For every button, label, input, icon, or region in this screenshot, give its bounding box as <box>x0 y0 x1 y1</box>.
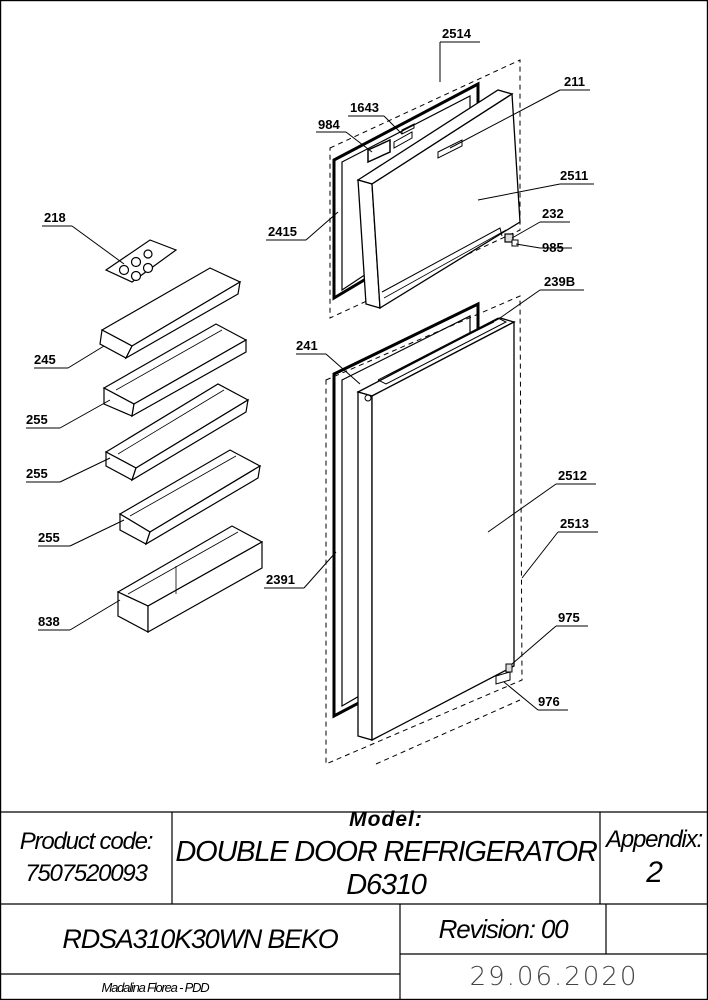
model-label: Model: <box>349 808 423 831</box>
product-code-cell: Product code: 7507520093 <box>0 812 172 904</box>
freezer-clip-1643 <box>393 131 413 149</box>
appendix-value: 2 <box>646 856 663 889</box>
callout-976: 976 <box>538 694 560 709</box>
appendix-label: Appendix: <box>606 826 703 853</box>
callout-2512: 2512 <box>558 468 587 483</box>
hinge-975 <box>505 663 513 673</box>
door-accessories <box>99 239 264 634</box>
fridge-top-profile <box>377 317 508 385</box>
callout-labels: 2514 211 1643 984 2511 2415 232 985 218 … <box>26 26 589 709</box>
callout-2391: 2391 <box>266 572 295 587</box>
callout-2513: 2513 <box>560 516 589 531</box>
model-value: DOUBLE DOOR REFRIGERATOR D6310 <box>175 836 597 901</box>
hinge-985 <box>511 239 519 247</box>
sku-value: RDSA310K30WN BEKO <box>62 923 338 954</box>
revision-value: Revision: 00 <box>438 913 569 944</box>
door-shelf-255-c <box>118 449 262 546</box>
callout-241: 241 <box>296 338 318 353</box>
revision-cell: Revision: 00 <box>400 904 606 954</box>
sku-cell: RDSA310K30WN BEKO <box>0 904 400 974</box>
callout-2511: 2511 <box>560 168 588 183</box>
callout-1643: 1643 <box>350 100 379 115</box>
freezer-handle-recess <box>437 139 463 159</box>
appendix-cell: Appendix: 2 <box>600 812 708 904</box>
callout-218: 218 <box>44 210 66 225</box>
bottle-shelf-838 <box>116 525 264 634</box>
callout-2415: 2415 <box>268 224 297 239</box>
callout-211: 211 <box>564 74 585 89</box>
date-cell: 29.06.2020 <box>400 954 708 1000</box>
hinge-976 <box>495 671 511 685</box>
product-code-label: Product code: <box>19 828 154 855</box>
callout-239b: 239B <box>544 274 575 289</box>
product-code-value: 7507520093 <box>25 860 148 887</box>
callout-2514: 2514 <box>442 26 472 41</box>
door-shelf-255-b <box>104 383 250 482</box>
callout-232: 232 <box>542 206 564 221</box>
fridge-door-envelope <box>325 295 523 765</box>
leader-lines <box>26 41 598 711</box>
callout-838: 838 <box>38 614 60 629</box>
callout-255-b: 255 <box>26 466 48 481</box>
callout-245: 245 <box>34 352 56 367</box>
callout-255-a: 255 <box>26 412 48 427</box>
freezer-door-group <box>329 59 521 319</box>
freezer-door-panel <box>356 89 521 310</box>
date-value: 29.06.2020 <box>469 962 639 992</box>
fridge-door-panel <box>356 317 516 742</box>
shelf-245 <box>99 267 242 360</box>
freezer-door-envelope <box>329 59 521 319</box>
fridge-door-group <box>325 295 523 765</box>
callout-255-c: 255 <box>38 530 60 545</box>
author-cell: Madalina Florea - PDD <box>0 974 400 1000</box>
model-cell: Model: DOUBLE DOOR REFRIGERATOR D6310 <box>172 808 600 904</box>
door-shelf-255-a <box>102 323 248 418</box>
author-value: Madalina Florea - PDD <box>101 979 209 995</box>
freezer-window-984 <box>367 138 391 164</box>
callout-975: 975 <box>558 610 580 625</box>
callout-984: 984 <box>318 117 340 132</box>
egg-tray-218 <box>104 239 178 283</box>
callout-985: 985 <box>542 240 564 255</box>
